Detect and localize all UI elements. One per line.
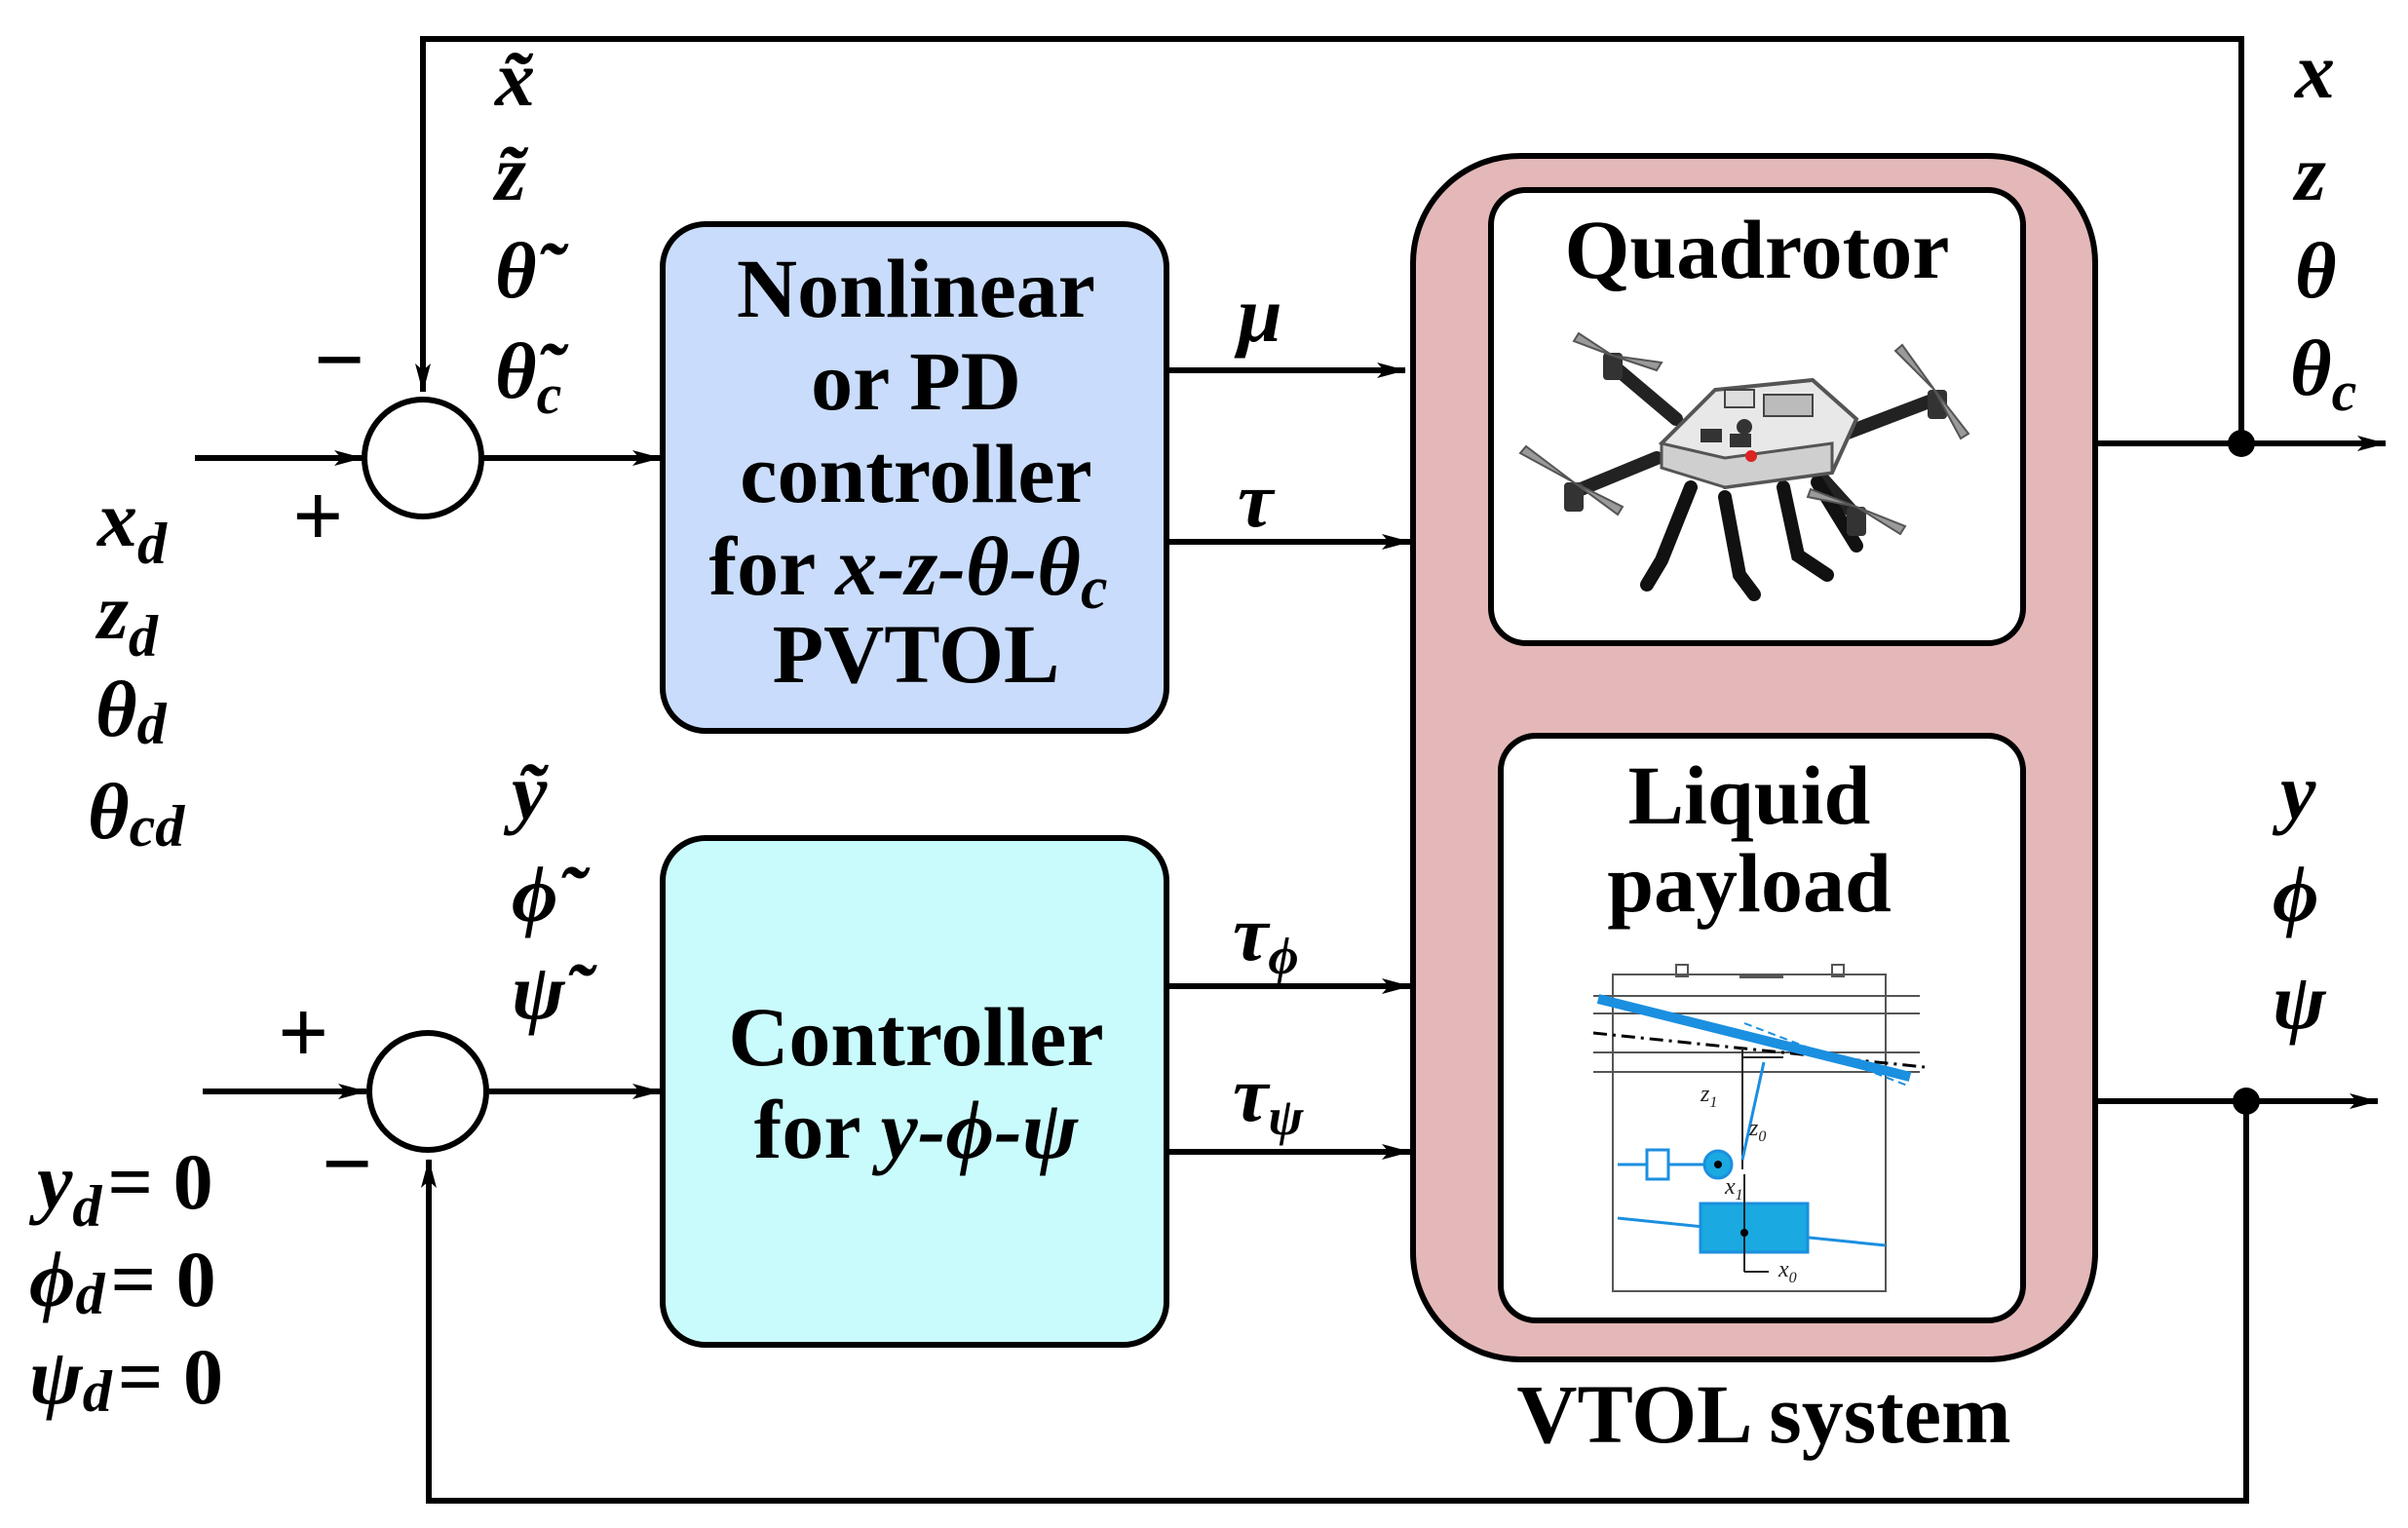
payload-x0-label: x0	[1777, 1257, 1797, 1286]
wire-feedback-bottom	[421, 1101, 2249, 1504]
payload-z1-label: z1	[1700, 1082, 1717, 1111]
vtol-system-label: VTOL system	[1516, 1367, 2010, 1461]
error-phi-tilde: ϕ̃	[512, 850, 591, 938]
output-theta: θ	[2295, 226, 2337, 315]
sign-top-plus: +	[292, 466, 343, 565]
output-x: x	[2294, 26, 2335, 115]
sign-bottom-plus: +	[278, 982, 328, 1082]
wire-feedback-top	[415, 36, 2244, 443]
signal-mu: μ	[1234, 270, 1282, 359]
error-y-tilde: ỹ	[503, 747, 550, 836]
nonlinear-label-line3: controller	[740, 427, 1091, 520]
lateral-controller-block	[660, 835, 1169, 1348]
junction-top	[2228, 430, 2255, 457]
lateral-label-line1: Controller	[728, 990, 1103, 1084]
sign-bottom-minus: −	[322, 1114, 372, 1213]
ref-xd: xd	[96, 475, 168, 576]
liquid-payload-schematic	[1592, 964, 1926, 1292]
lateral-label-line2: for y-ϕ-ψ	[754, 1083, 1079, 1176]
payload-label-line1: Liquid	[1628, 748, 1871, 842]
error-x-tilde: x̃	[494, 34, 535, 123]
output-psi: ψ	[2273, 957, 2327, 1046]
ref-psid: ψd= 0	[29, 1332, 223, 1424]
error-z-tilde: z̃	[492, 129, 529, 217]
junction-bottom	[2233, 1088, 2260, 1115]
error-theta-tilde: θ̃	[495, 226, 570, 315]
output-thetac: θc	[2290, 324, 2356, 423]
ref-thetacd: θcd	[88, 767, 185, 859]
ref-yd: yd= 0	[28, 1137, 213, 1239]
payload-label-line2: payload	[1607, 836, 1892, 930]
output-phi: ϕ	[2273, 850, 2318, 938]
ref-phid: ϕd= 0	[29, 1235, 216, 1326]
error-thetac-tilde: θ̃c	[495, 326, 570, 426]
signal-tau: τ	[1238, 455, 1276, 544]
signal-tau-phi: τϕ	[1233, 889, 1299, 985]
nonlinear-label-line1: Nonlinear	[737, 242, 1095, 335]
signal-tau-psi: τψ	[1233, 1050, 1304, 1146]
nonlinear-label-line4: for x-z-θ-θc	[709, 519, 1108, 622]
payload-x1-label: x1	[1724, 1174, 1743, 1203]
summing-junction-top	[362, 397, 484, 519]
output-z: z	[2292, 129, 2326, 217]
ref-thetad: θd	[96, 665, 168, 756]
error-psi-tilde: ψ̃	[512, 947, 598, 1036]
sign-top-minus: −	[314, 310, 364, 409]
liquid-payload-block	[1498, 733, 2026, 1323]
nonlinear-controller-block	[660, 221, 1169, 734]
ref-zd: zd	[95, 567, 159, 668]
payload-z0-label: z0	[1748, 1116, 1766, 1145]
quadrotor-label: Quadrotor	[1565, 203, 1950, 296]
summing-junction-bottom	[366, 1030, 489, 1153]
output-y: y	[2272, 747, 2316, 836]
nonlinear-label-line5: PVTOL	[773, 607, 1060, 701]
quadrotor-drone-illustration	[1518, 331, 1970, 601]
nonlinear-label-line2: or PD	[811, 334, 1021, 428]
